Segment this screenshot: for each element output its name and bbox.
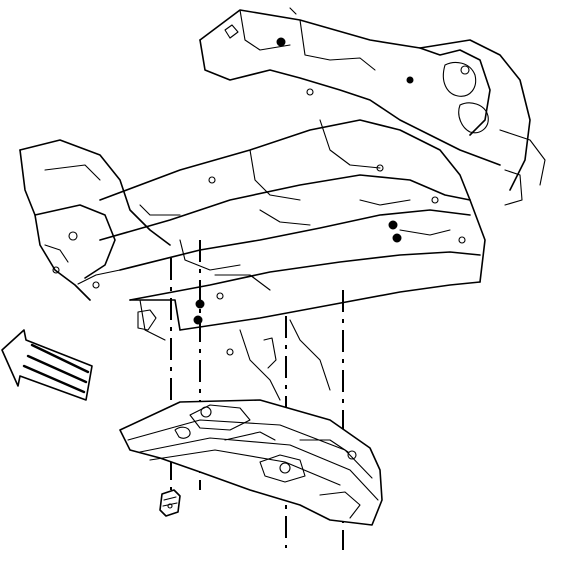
upper-frame-rails xyxy=(199,7,546,206)
forward-arrow-icon xyxy=(1,329,93,401)
left-frame-mount xyxy=(19,139,171,301)
bolt xyxy=(159,489,181,517)
skid-plate xyxy=(119,399,383,526)
frame-crossmember xyxy=(99,119,486,401)
